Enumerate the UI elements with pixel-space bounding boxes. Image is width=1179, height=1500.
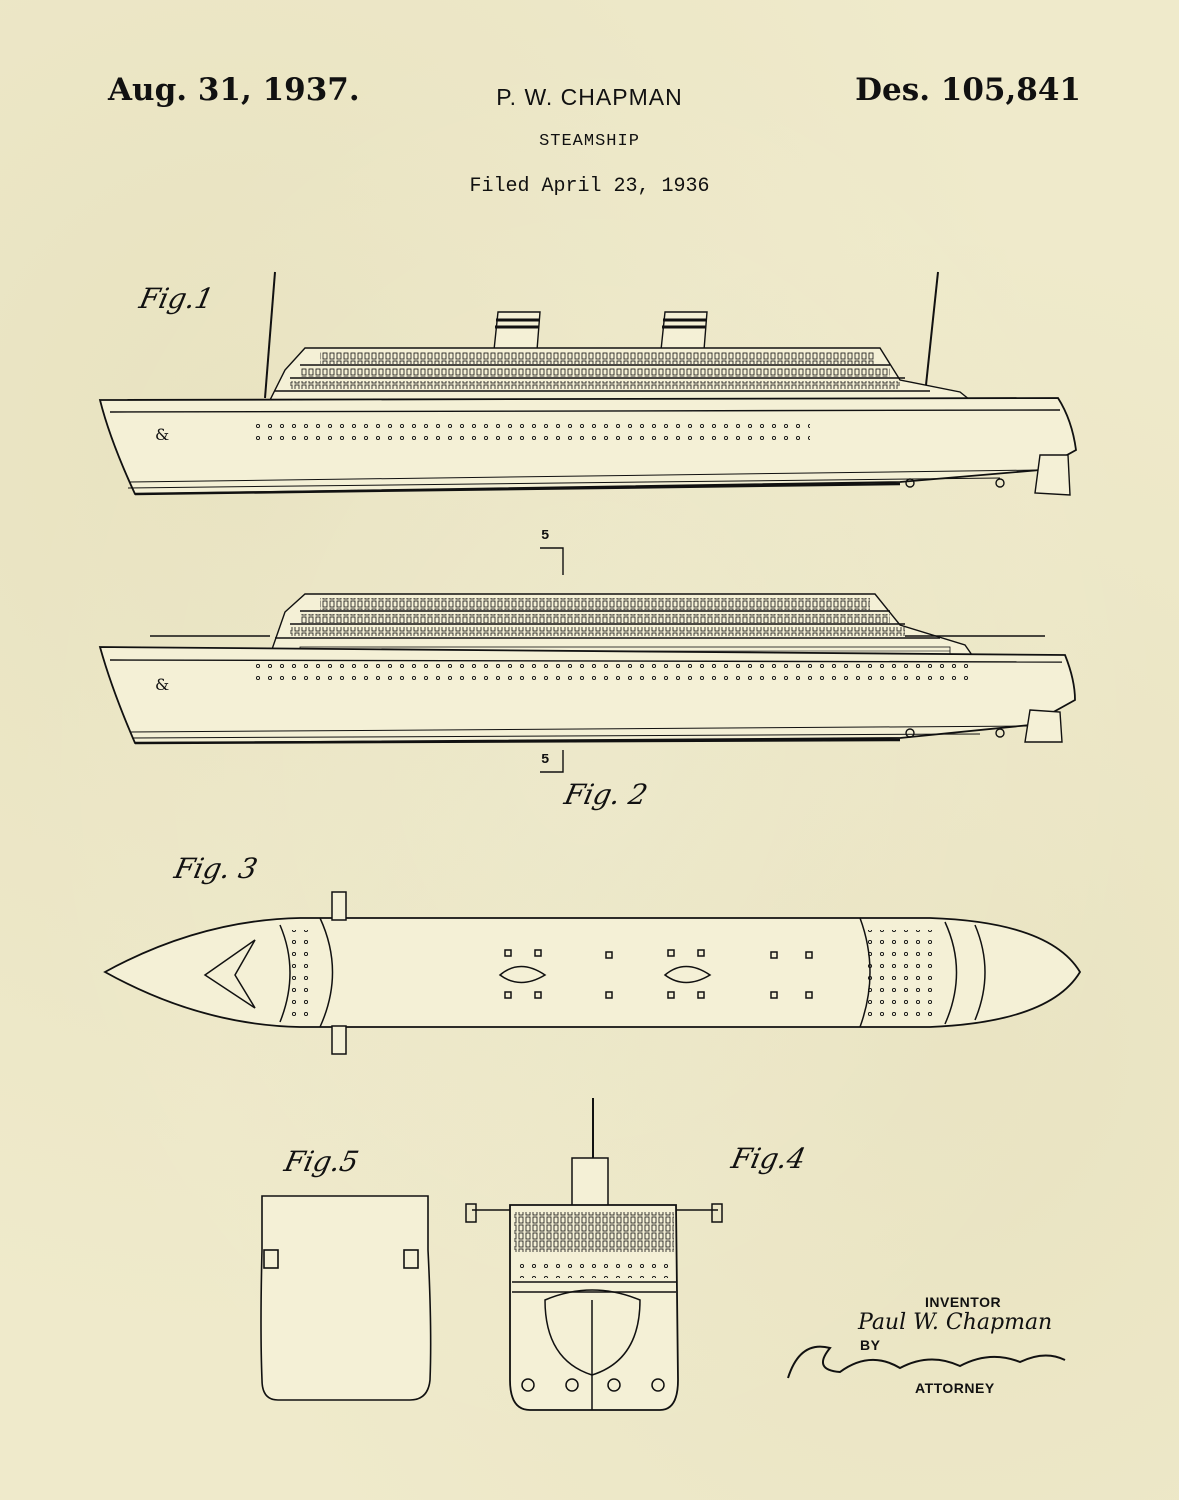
fig5-cross-section (260, 1195, 432, 1401)
attorney-label: ATTORNEY (915, 1380, 995, 1396)
fig3-ship-plan-view (103, 891, 1082, 1055)
fig2-ship-side-view: & (98, 547, 1076, 773)
inventor-signature: Paul W. Chapman (858, 1310, 1053, 1335)
fig1-label: Fig.1 (136, 282, 217, 315)
inventor-heading: P. W. CHAPMAN (496, 84, 683, 110)
fig4-stern-view (465, 1098, 723, 1411)
design-patent-number: Des. 105,841 (855, 72, 1081, 108)
svg-text:&: & (155, 675, 169, 694)
fig2-label: Fig. 2 (561, 778, 651, 811)
fig5-label: Fig.5 (281, 1145, 362, 1178)
section-mark-bottom: 5 (541, 752, 550, 768)
patent-title: STEAMSHIP (539, 132, 640, 151)
fig1-ship-side-view: & (98, 271, 1077, 496)
fig3-label: Fig. 3 (171, 852, 261, 885)
filed-date: Filed April 23, 1936 (469, 175, 710, 198)
patent-date: Aug. 31, 1937. (108, 72, 360, 108)
by-label: BY (860, 1337, 881, 1353)
inventor-label: INVENTOR (925, 1294, 1002, 1310)
section-mark-top: 5 (541, 528, 550, 544)
fig4-label: Fig.4 (728, 1142, 809, 1175)
attorney-signature-drawing (787, 1345, 1066, 1379)
svg-text:&: & (155, 425, 169, 444)
